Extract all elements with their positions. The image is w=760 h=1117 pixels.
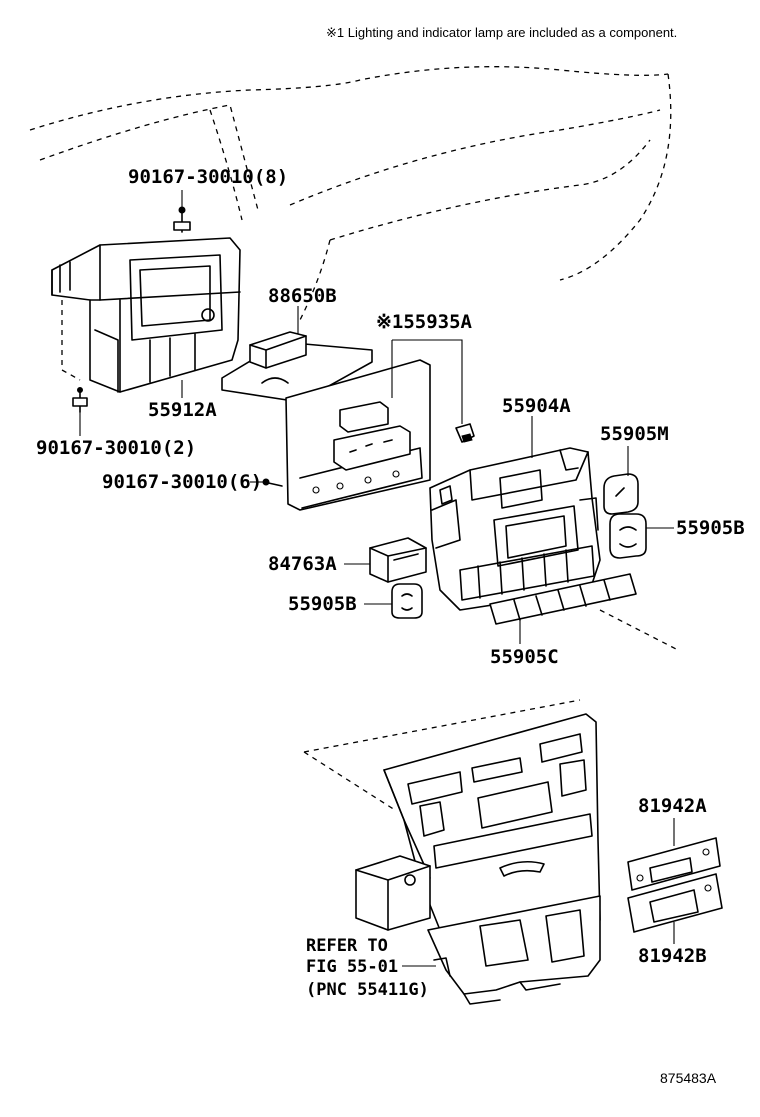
lower-console-part	[427, 895, 601, 1005]
label-plate-b: 81942B	[638, 945, 707, 967]
side-box-part	[355, 855, 431, 931]
housing-part	[51, 237, 241, 393]
assembly-guide-line-2	[303, 699, 581, 753]
label-plate-a: 81942A	[638, 795, 707, 817]
leader-lines	[79, 190, 675, 967]
reference-line-3: (PNC 55411G)	[306, 980, 429, 1000]
plate-a-part	[627, 837, 721, 891]
label-knob-b-left: 55905B	[288, 593, 357, 615]
label-screw-left: 90167-30010(2)	[36, 437, 197, 459]
assembly-guide-line	[599, 609, 679, 651]
label-knob-m: 55905M	[600, 423, 669, 445]
reference-line-2: FIG 55-01	[306, 957, 399, 977]
label-screw-mid: 90167-30010(6)	[102, 471, 263, 493]
switch-part	[369, 537, 427, 583]
component-note: ※1 Lighting and indicator lamp are inclu…	[326, 25, 677, 41]
label-button-strip: 55905C	[490, 646, 559, 668]
knob-m-part	[603, 473, 639, 515]
knob-b-left-part	[391, 583, 423, 619]
bulb-part	[455, 423, 475, 443]
label-screw-top: 90167-30010(8)	[128, 166, 289, 188]
assembly-guide-line-3	[303, 751, 396, 811]
bracket-part	[221, 331, 373, 403]
screw-left-part	[72, 387, 88, 413]
label-switch: 84763A	[268, 553, 337, 575]
label-knob-b-right: 55905B	[676, 517, 745, 539]
knob-b-right-part	[609, 513, 647, 559]
label-housing: 55912A	[148, 399, 217, 421]
housing-dashed-link	[61, 300, 81, 381]
figure-id: 875483A	[660, 1070, 717, 1086]
screw-mid-part	[262, 478, 283, 487]
screw-top-part	[173, 206, 191, 233]
note-mark: ※1	[326, 25, 345, 40]
plate-b-part	[627, 873, 723, 933]
dashboard-outline	[29, 66, 672, 321]
label-bracket: 88650B	[268, 285, 337, 307]
circuit-board-part	[285, 359, 431, 511]
button-strip-part	[489, 573, 637, 625]
control-panel-part	[429, 447, 601, 611]
label-bulb: ※155935A	[376, 311, 472, 333]
reference-line-1: REFER TO	[306, 936, 388, 956]
note-text: Lighting and indicator lamp are included…	[344, 25, 678, 40]
label-control-panel: 55904A	[502, 395, 571, 417]
